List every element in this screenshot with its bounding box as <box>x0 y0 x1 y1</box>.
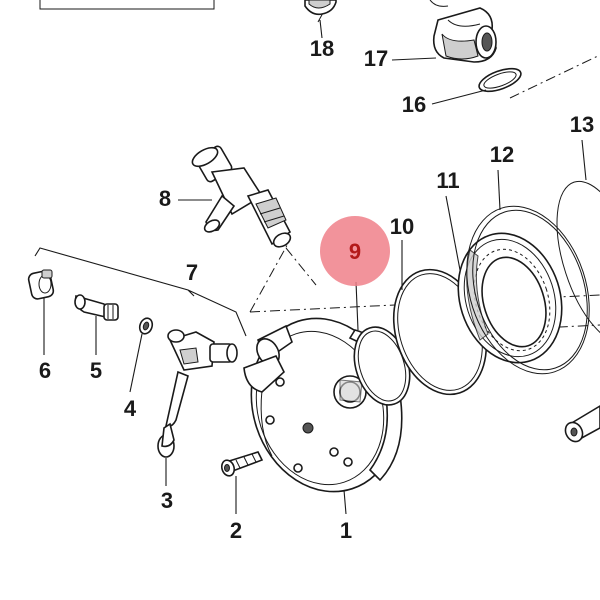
callout-13: 13 <box>570 112 594 137</box>
axis-line-valve2 <box>285 247 317 286</box>
part-4-washer <box>138 317 154 335</box>
highlight-circle <box>320 216 390 286</box>
part-3-drain-valve <box>157 329 238 458</box>
part-5-nipple <box>74 294 119 321</box>
part-17-bushing <box>429 0 497 63</box>
callout-5: 5 <box>90 358 102 383</box>
frame-fragment <box>39 0 215 10</box>
group-7-bracket <box>34 247 247 337</box>
part-8-valve <box>191 145 292 248</box>
callout-12: 12 <box>490 142 514 167</box>
callout-18: 18 <box>310 36 334 61</box>
part-2-bolt <box>220 451 264 477</box>
axis-line-upper <box>509 54 600 99</box>
callout-16: 16 <box>402 92 426 117</box>
leader-lines <box>43 19 587 515</box>
part-11-bearing <box>457 232 563 364</box>
part-18-fitting <box>304 0 337 16</box>
part-12-ring <box>466 205 590 375</box>
callout-9: 9 <box>349 239 361 264</box>
callout-8: 8 <box>159 186 171 211</box>
part-6-clip <box>27 269 55 300</box>
callout-1: 1 <box>340 518 352 543</box>
callout-7: 7 <box>186 260 198 285</box>
axis-line-valve <box>249 239 291 313</box>
right-bolt <box>564 405 600 443</box>
callout-6: 6 <box>39 358 51 383</box>
part-16-oring <box>478 67 522 93</box>
callout-10: 10 <box>390 214 414 239</box>
callout-3: 3 <box>161 488 173 513</box>
callout-4: 4 <box>124 396 137 421</box>
callout-2: 2 <box>230 518 242 543</box>
part-13-oring <box>556 180 600 344</box>
callout-17: 17 <box>364 46 388 71</box>
callout-11: 11 <box>436 168 459 193</box>
